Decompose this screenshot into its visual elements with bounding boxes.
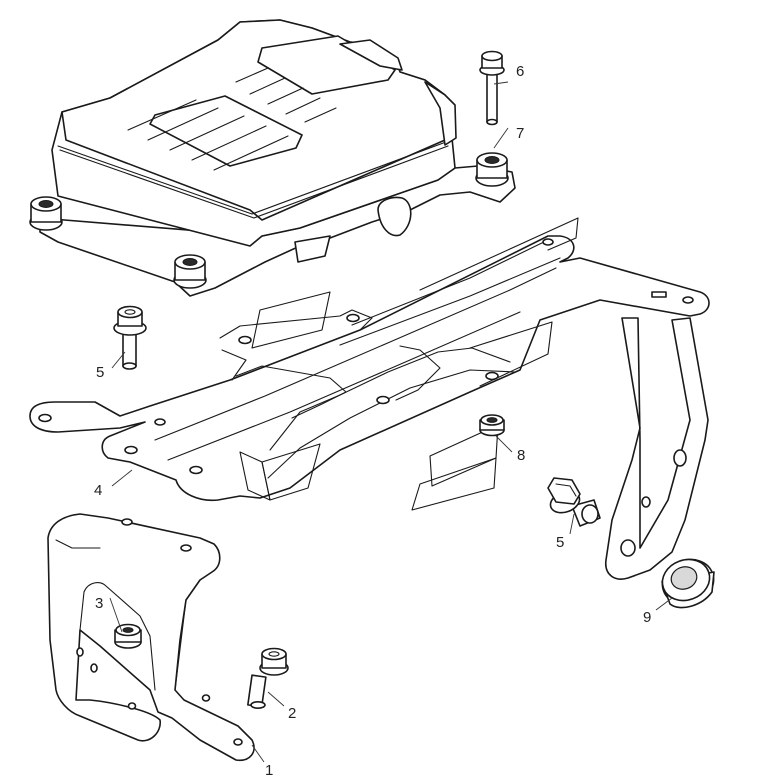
- callout-5-left: 5: [96, 364, 104, 381]
- mount-grommet-front: [173, 254, 207, 289]
- callout-4: 4: [94, 482, 102, 499]
- callout-7: 7: [516, 125, 524, 142]
- nut-8: [479, 414, 505, 437]
- flange-bolt-5-left: [113, 305, 147, 370]
- control-module: [29, 19, 516, 297]
- callout-2: 2: [288, 705, 296, 722]
- callout-labels: 6 7 5 4 8 5 9 3 2 1: [94, 63, 651, 779]
- cooling-fins: [127, 67, 337, 171]
- mount-grommet-right: [475, 152, 509, 187]
- bolt-2: [247, 647, 289, 709]
- callout-9: 9: [643, 609, 651, 626]
- mount-grommet-left: [29, 196, 63, 231]
- leader-lines: [109, 81, 673, 763]
- ghost-panel-outline: [239, 217, 579, 511]
- bracket-arm-right: [605, 317, 709, 580]
- flange-bolt-5-right: [547, 477, 601, 527]
- bracket-nut: [114, 623, 142, 649]
- callout-6: 6: [516, 63, 524, 80]
- callout-3: 3: [95, 595, 103, 612]
- callout-1: 1: [265, 762, 273, 779]
- callout-5-right: 5: [556, 534, 564, 551]
- bushing-9: [661, 558, 715, 609]
- callout-8: 8: [517, 447, 525, 464]
- mounting-bracket-4: [29, 235, 710, 502]
- support-bracket-3: [47, 513, 255, 762]
- bolt-6: [479, 50, 505, 126]
